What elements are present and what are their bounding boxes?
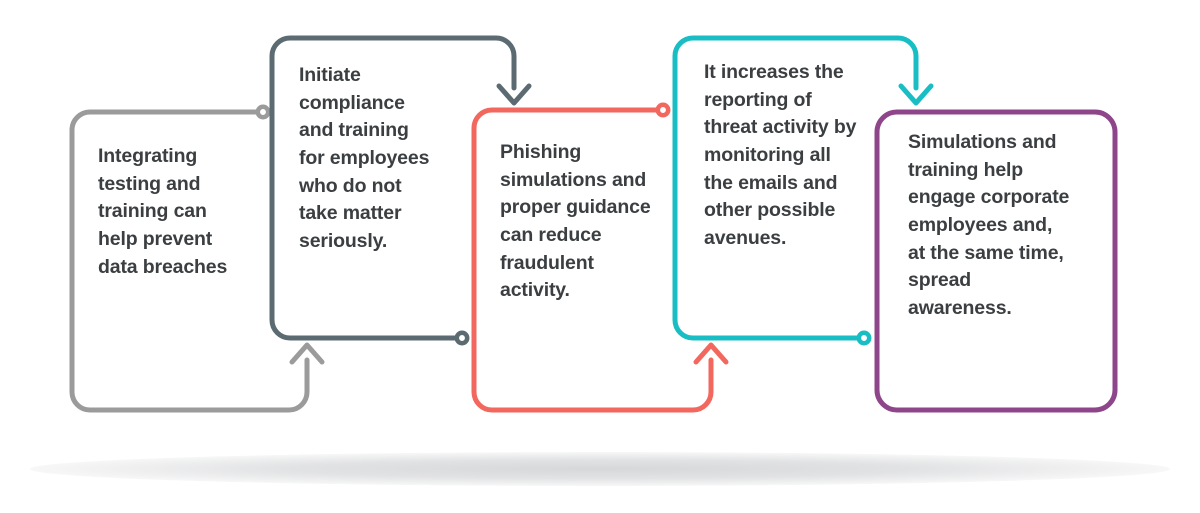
step-5-card-outline[interactable]	[874, 109, 1118, 413]
step-3-label: Phishing simulations and proper guidance…	[500, 141, 651, 302]
connector-3-to-4-dot-icon	[655, 102, 671, 118]
step-1-label: Integrating testing and training can hel…	[98, 145, 228, 278]
step-5-label: Simulations and training help engage cor…	[908, 131, 1070, 320]
step-5-shape-group[interactable]	[874, 109, 1118, 413]
step-2-label: Initiate compliance and training for emp…	[299, 64, 430, 253]
step-3-card-outline[interactable]	[471, 107, 714, 413]
connector-4-to-5-arrowhead-icon	[898, 83, 934, 106]
step-2-shape-group[interactable]	[269, 35, 532, 346]
step-2-card-outline[interactable]	[269, 35, 517, 341]
connector-1-to-2-arrowhead-icon	[289, 342, 325, 365]
connector-1-to-2-dot-icon	[255, 104, 271, 120]
step-1-shape-group[interactable]	[69, 104, 325, 413]
connector-4-to-5-dot-icon	[856, 330, 872, 346]
connector-2-to-3-arrowhead-icon	[496, 83, 532, 106]
step-1-card-outline[interactable]	[69, 109, 310, 413]
step-4-card-outline[interactable]	[672, 35, 919, 341]
connector-2-to-3-dot-icon	[454, 330, 470, 346]
connector-3-to-4-arrowhead-icon	[693, 342, 729, 365]
step-4-label: It increases the reporting of threat act…	[704, 61, 857, 250]
step-4-shape-group[interactable]	[672, 35, 934, 346]
step-3-shape-group[interactable]	[471, 102, 729, 413]
